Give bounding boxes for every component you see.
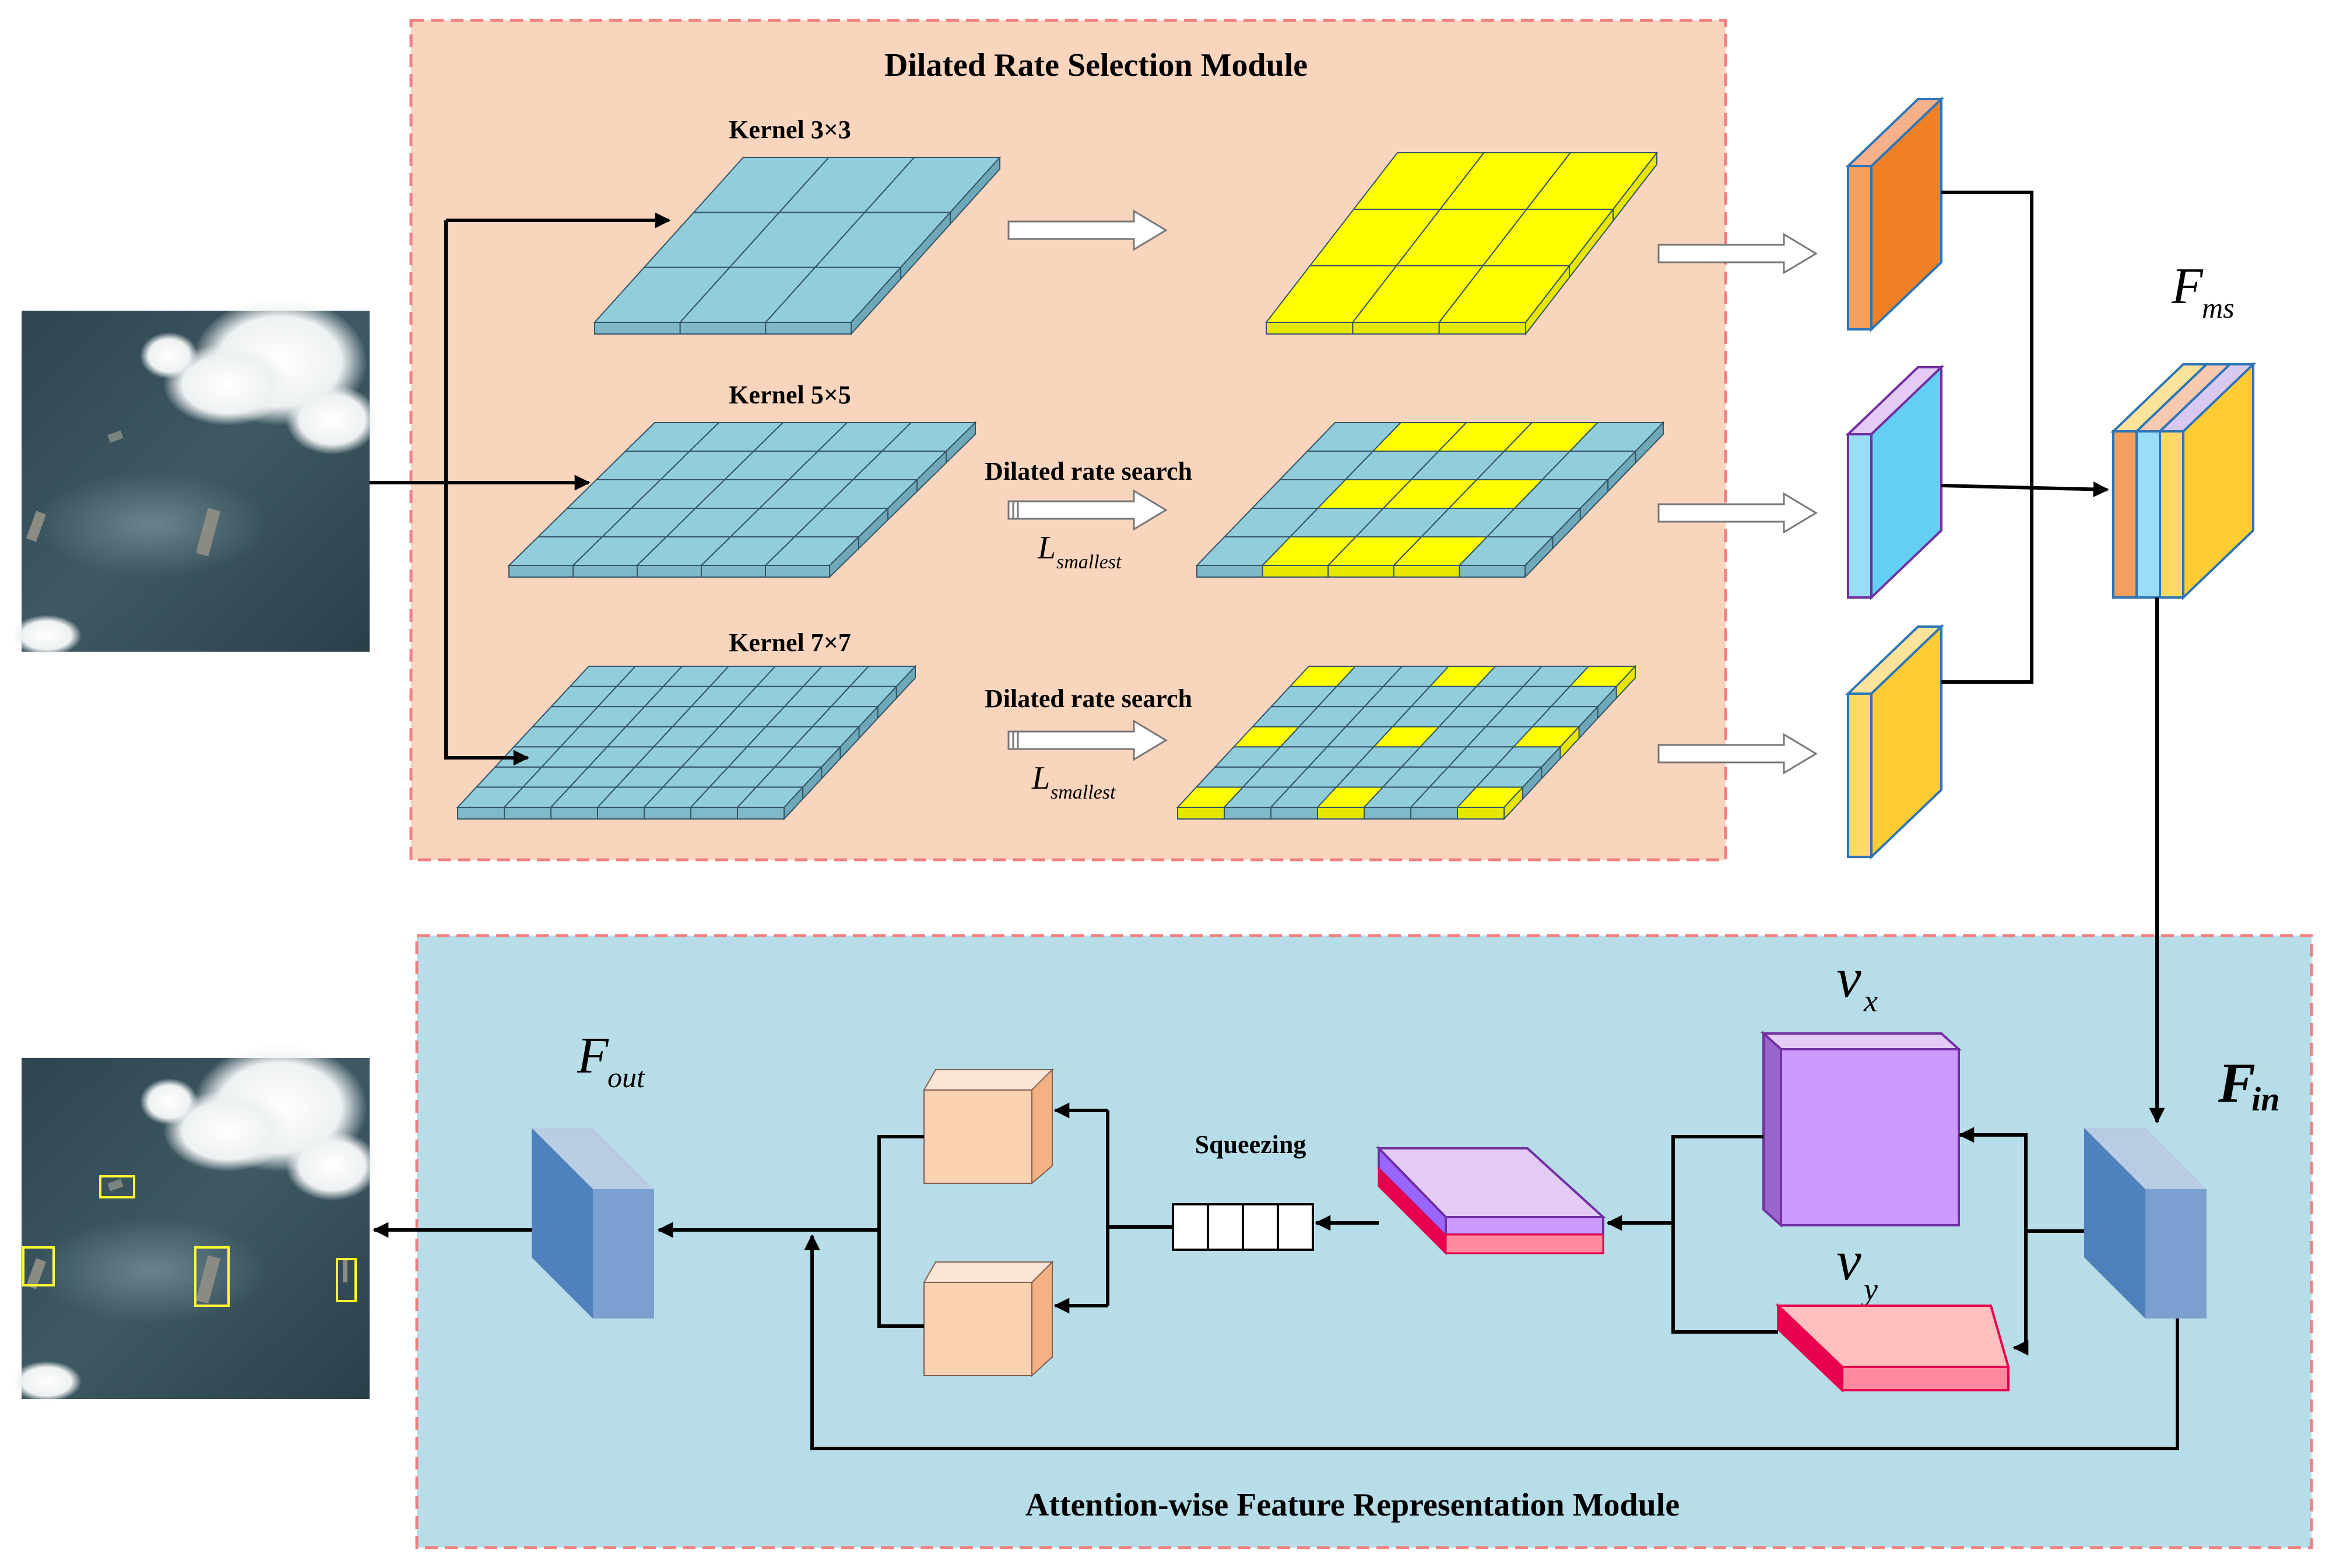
- grid-front-face: [504, 807, 551, 820]
- svg-text:in: in: [2251, 1080, 2279, 1118]
- svg-text:L: L: [1031, 760, 1050, 796]
- grid-front-face: [1266, 322, 1354, 335]
- orange-feature-map: [1845, 96, 1944, 332]
- dilated-3x3-grid: [1264, 151, 1659, 336]
- detection-box: [194, 1246, 230, 1307]
- kernel-grids: [456, 151, 1665, 821]
- loss-l-smallest: L smallest: [1037, 530, 1122, 573]
- svg-text:v: v: [1836, 947, 1861, 1009]
- grid-front-face: [1438, 322, 1526, 335]
- vx-symbol: v x: [1836, 947, 1878, 1018]
- kernel-7x7-grid: [456, 665, 917, 821]
- grid-side-face: [1613, 151, 1657, 223]
- svg-text:ms: ms: [2202, 291, 2235, 324]
- grid-front-face: [1262, 565, 1329, 578]
- grid-front-face: [1393, 565, 1460, 578]
- dilated-rate-search-label: Dilated rate search: [985, 684, 1192, 713]
- svg-text:F: F: [577, 1028, 609, 1084]
- hollow-arrow: [1657, 492, 1818, 534]
- hollow-arrow: [1007, 719, 1168, 761]
- svg-text:y: y: [1861, 1272, 1878, 1307]
- grid-front-face: [701, 565, 766, 578]
- squeezed-vector: [1172, 1203, 1314, 1251]
- fin-feature-cube: [2084, 1128, 2207, 1319]
- hollow-arrow: [1007, 489, 1168, 531]
- grid-front-face: [679, 322, 767, 335]
- vx-purple-cube: [1760, 1031, 1962, 1228]
- grid-front-face: [508, 565, 574, 578]
- grid-front-face: [1224, 807, 1271, 820]
- kernel-3x3-label: Kernel 3×3: [729, 115, 851, 144]
- grid-front-face: [457, 807, 505, 820]
- loss-l-smallest: L smallest: [1031, 760, 1116, 803]
- grid-front-face: [737, 807, 785, 820]
- kernel-7x7-label: Kernel 7×7: [729, 628, 851, 657]
- fin-symbol: F in: [2218, 1052, 2279, 1118]
- detection-box: [336, 1258, 357, 1302]
- grid-front-face: [644, 807, 691, 820]
- svg-text:smallest: smallest: [1051, 782, 1116, 803]
- grid-side-face: [895, 665, 916, 700]
- grid-side-face: [1615, 665, 1636, 700]
- top-module-title: Dilated Rate Selection Module: [884, 47, 1308, 83]
- grid-front-face: [690, 807, 738, 820]
- kernel-5x5-grid: [507, 421, 977, 579]
- output-satellite-image: [12, 1043, 379, 1402]
- grid-side-face: [946, 421, 976, 465]
- vy-pink-slab: [1775, 1303, 2010, 1393]
- grid-side-face: [950, 156, 1000, 226]
- attention-feature-module-panel: [415, 934, 2313, 1549]
- hollow-arrow: [1007, 209, 1168, 251]
- grid-front-face: [1270, 807, 1318, 820]
- gold-feature-map: [1845, 624, 1944, 860]
- blue-feature-map: [1845, 364, 1944, 600]
- fout-symbol: F out: [577, 1028, 645, 1094]
- connectors: [370, 191, 2179, 1450]
- grid-side-face: [1635, 421, 1664, 465]
- squeezing-label: Squeezing: [1195, 1130, 1306, 1159]
- fms-symbol: F ms: [2171, 258, 2235, 324]
- dilated-7x7-grid: [1176, 665, 1637, 821]
- grid-front-face: [765, 565, 830, 578]
- grid-front-face: [1364, 807, 1411, 820]
- grid-front-face: [594, 322, 681, 335]
- concatenated-feature-map-fms: [2110, 361, 2256, 600]
- grid-front-face: [1459, 565, 1526, 578]
- fout-feature-cube: [532, 1128, 654, 1319]
- grid-front-face: [1410, 807, 1458, 820]
- svg-text:L: L: [1037, 530, 1056, 566]
- grid-front-face: [550, 807, 598, 820]
- grid-front-face: [1457, 807, 1505, 820]
- grid-front-face: [1352, 322, 1440, 335]
- hollow-arrow: [1657, 233, 1818, 275]
- svg-text:F: F: [2218, 1052, 2256, 1114]
- grid-front-face: [637, 565, 702, 578]
- svg-text:out: out: [607, 1061, 645, 1094]
- grid-front-face: [572, 565, 638, 578]
- combined-attention-slab: [1376, 1145, 1607, 1256]
- input-satellite-image: [12, 297, 379, 656]
- peach-cube-bottom: [923, 1260, 1054, 1377]
- detection-box: [99, 1175, 135, 1198]
- svg-text:smallest: smallest: [1056, 551, 1122, 573]
- dilated-rate-search-label: Dilated rate search: [985, 457, 1192, 486]
- kernel-5x5-label: Kernel 5×5: [729, 381, 851, 409]
- detection-box: [22, 1246, 55, 1286]
- grid-front-face: [597, 807, 645, 820]
- grid-front-face: [1177, 807, 1225, 820]
- grid-front-face: [1327, 565, 1394, 578]
- grid-front-face: [1317, 807, 1365, 820]
- dilated-5x5-grid: [1195, 421, 1665, 579]
- hollow-arrow: [1657, 733, 1818, 775]
- svg-text:F: F: [2171, 258, 2204, 315]
- grid-front-face: [1196, 565, 1263, 578]
- vy-symbol: v y: [1836, 1229, 1878, 1307]
- svg-text:x: x: [1863, 983, 1878, 1018]
- kernel-3x3-grid: [593, 156, 1002, 336]
- peach-cube-top: [923, 1068, 1054, 1185]
- svg-text:v: v: [1836, 1229, 1861, 1292]
- bottom-module-title: Attention-wise Feature Representation Mo…: [1025, 1487, 1680, 1523]
- grid-front-face: [765, 322, 852, 335]
